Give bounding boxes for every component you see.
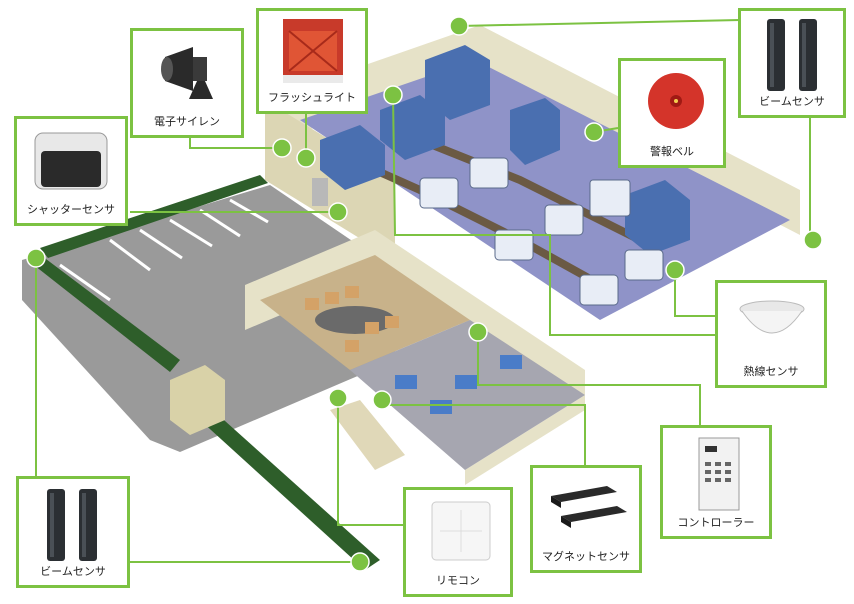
- alarm-bell-box: 警報ベル: [618, 58, 726, 168]
- flash-light-icon: [283, 19, 343, 83]
- beam-sensor-bottom-label: ビームセンサ: [40, 565, 106, 578]
- remote-label: リモコン: [436, 574, 480, 587]
- entrance-block: [170, 365, 225, 435]
- marker-dot: [383, 85, 403, 105]
- beam-sensor-top-box: ビームセンサ: [738, 8, 846, 118]
- desks: [395, 355, 522, 414]
- alarm-bell-label: 警報ベル: [650, 145, 694, 158]
- office-front-wall: [465, 395, 585, 485]
- hedge-bottom: [200, 412, 380, 570]
- marker-dot: [350, 552, 370, 572]
- heat-sensor-box: 熱線センサ: [715, 280, 827, 388]
- robots: [419, 157, 664, 306]
- building-back-wall: [265, 25, 800, 235]
- heat-sensor-icon: [739, 300, 805, 334]
- magnet-sensor-label: マグネットセンサ: [542, 550, 630, 563]
- chairs: [305, 286, 399, 352]
- marker-dot: [584, 122, 604, 142]
- hedge-left: [30, 256, 180, 372]
- shutter-sensor-icon: [34, 132, 108, 190]
- marker-dot: [296, 148, 316, 168]
- marker-dot: [665, 260, 685, 280]
- office-right-wall: [375, 230, 585, 395]
- parking-lot: [22, 185, 395, 452]
- marker-dot: [449, 16, 469, 36]
- heat-sensor-label: 熱線センサ: [743, 365, 799, 378]
- flash-light-box: フラッシュライト: [256, 8, 368, 114]
- beam-sensor-bottom-box: ビームセンサ: [16, 476, 130, 588]
- bell-icon: [648, 73, 704, 129]
- magnet-sensor-icon: [551, 486, 627, 528]
- marker-dot: [328, 202, 348, 222]
- remote-icon: [431, 501, 491, 561]
- entrance-stairs: [330, 400, 405, 470]
- hedge-top: [40, 175, 268, 258]
- electronic-siren-label: 電子サイレン: [154, 115, 220, 128]
- siren-icon: [161, 47, 213, 99]
- conveyor-belt-2: [418, 136, 642, 244]
- shutter-sensor-box: シャッターセンサ: [14, 116, 128, 226]
- controller-box: コントローラー: [660, 425, 772, 539]
- shutter: [312, 178, 328, 206]
- controller-label: コントローラー: [677, 516, 755, 529]
- marker-dot: [372, 390, 392, 410]
- beam-sensor-icon: [47, 489, 97, 561]
- machines: [320, 45, 690, 255]
- marker-dot: [272, 138, 292, 158]
- electronic-siren-box: 電子サイレン: [130, 28, 244, 138]
- beam-sensor-top-label: ビームセンサ: [759, 95, 825, 108]
- magnet-sensor-box: マグネットセンサ: [530, 465, 642, 573]
- flash-light-label: フラッシュライト: [268, 91, 356, 104]
- marker-dot: [26, 248, 46, 268]
- building-left-wall: [265, 100, 395, 260]
- marker-dot: [803, 230, 823, 250]
- marker-dot: [468, 322, 488, 342]
- remote-box: リモコン: [403, 487, 513, 597]
- shutter-sensor-label: シャッターセンサ: [27, 203, 115, 216]
- controller-icon: [698, 437, 740, 511]
- office-floor: [350, 320, 585, 470]
- parking-lines: [59, 198, 269, 302]
- marker-dot: [328, 388, 348, 408]
- beam-sensor-icon: [767, 19, 817, 91]
